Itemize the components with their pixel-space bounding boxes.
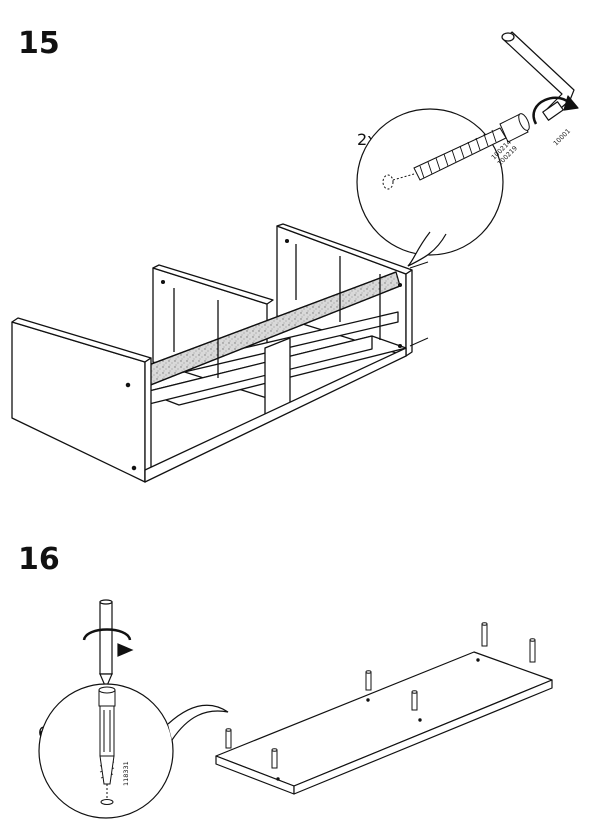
step-16-number: 16 <box>18 542 60 577</box>
step-15-screw <box>382 113 530 190</box>
step-16-dowel-screw <box>98 686 116 805</box>
step-15-tool-part: 10001 <box>552 127 572 147</box>
step-15-detail-callout <box>356 108 504 267</box>
step-15-allen-key <box>501 31 579 125</box>
step-15-number: 15 <box>18 26 60 61</box>
step-16-screwdriver <box>82 599 134 690</box>
step-16-detail-callout <box>38 683 229 819</box>
step-16-part-118331: 118331 <box>122 761 130 786</box>
step-16-board <box>215 651 553 795</box>
step-15-cabinet-frame <box>11 223 429 483</box>
step-16-dowels <box>225 622 536 781</box>
